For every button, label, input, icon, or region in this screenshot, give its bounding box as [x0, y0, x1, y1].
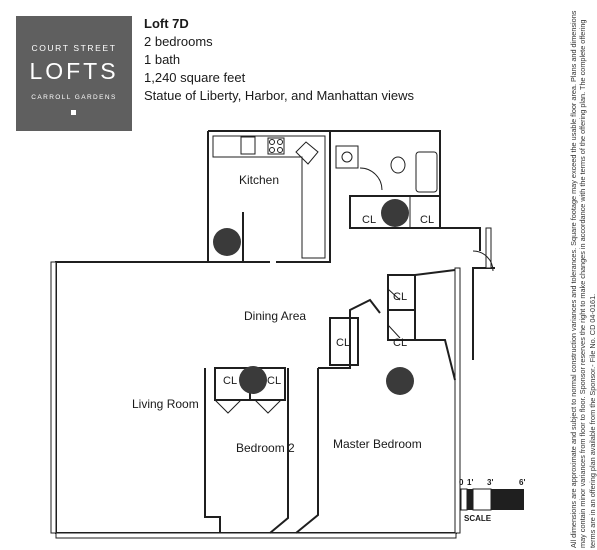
- scale-tick-6: 6': [519, 478, 526, 487]
- closet-label-2: CL: [420, 214, 434, 226]
- scale-label: SCALE: [464, 514, 492, 523]
- master-bedroom-label: Master Bedroom: [333, 437, 422, 451]
- closet-label-3: CL: [393, 291, 407, 303]
- unit-baths: 1 bath: [144, 52, 181, 67]
- unit-bedrooms: 2 bedrooms: [144, 34, 213, 49]
- balcony-door-glass: [485, 227, 492, 269]
- unit-title: Loft 7D: [144, 16, 189, 31]
- logo-line-1: COURT STREET: [31, 43, 117, 53]
- legal-disclaimer: All dimensions are approximate and subje…: [569, 10, 597, 548]
- scale-bar: [460, 488, 524, 511]
- east-window-wall: [454, 267, 461, 534]
- scale-tick-3: 3': [487, 478, 494, 487]
- column-kitchen: [213, 228, 241, 256]
- kitchen-label: Kitchen: [239, 173, 279, 187]
- bath-door-swing: [359, 167, 383, 191]
- master-entry-wall: [414, 269, 456, 381]
- bathtub: [415, 151, 438, 193]
- closet-doors: [214, 288, 401, 414]
- closet-label-7: CL: [267, 375, 281, 387]
- bedroom-2-label: Bedroom 2: [236, 441, 295, 455]
- closet-kitchen: [207, 212, 244, 263]
- closet-label-1: CL: [362, 214, 376, 226]
- bedroom2-walls: [204, 368, 289, 534]
- sink: [240, 136, 256, 155]
- logo-line-3: CARROLL GARDENS: [31, 94, 117, 101]
- unit-views: Statue of Liberty, Harbor, and Manhattan…: [144, 88, 415, 103]
- logo-line-2: LOFTS: [29, 58, 119, 84]
- south-window-wall: [55, 532, 457, 539]
- column-bedroom2: [239, 366, 267, 394]
- column-bath: [381, 199, 409, 227]
- closet-label-4: CL: [336, 337, 350, 349]
- entry-door-swing: [472, 250, 494, 272]
- unit-area: 1,240 square feet: [144, 70, 246, 85]
- west-window-wall: [50, 261, 57, 534]
- unit-info: Loft 7D 2 bedrooms 1 bath 1,240 square f…: [144, 15, 414, 105]
- scale-tick-1: 1': [467, 478, 474, 487]
- kitchen-counter: [212, 135, 326, 259]
- column-master: [386, 367, 414, 395]
- logo-dot: [71, 110, 76, 115]
- living-room-label: Living Room: [132, 397, 199, 411]
- dining-area-label: Dining Area: [244, 309, 306, 323]
- bathroom-wall: [330, 130, 441, 197]
- court-street-lofts-logo: COURT STREET LOFTS CARROLL GARDENS: [16, 16, 132, 131]
- scale-tick-0: 0: [459, 478, 464, 487]
- toilet: [390, 156, 406, 174]
- island-fixture: [295, 141, 319, 165]
- master-closets: [387, 274, 416, 341]
- hall-closet: [329, 317, 359, 366]
- closet-label-5: CL: [393, 337, 407, 349]
- vanity: [335, 145, 359, 169]
- master-walls: [295, 298, 381, 534]
- closet-label-6: CL: [223, 375, 237, 387]
- stove: [267, 137, 285, 155]
